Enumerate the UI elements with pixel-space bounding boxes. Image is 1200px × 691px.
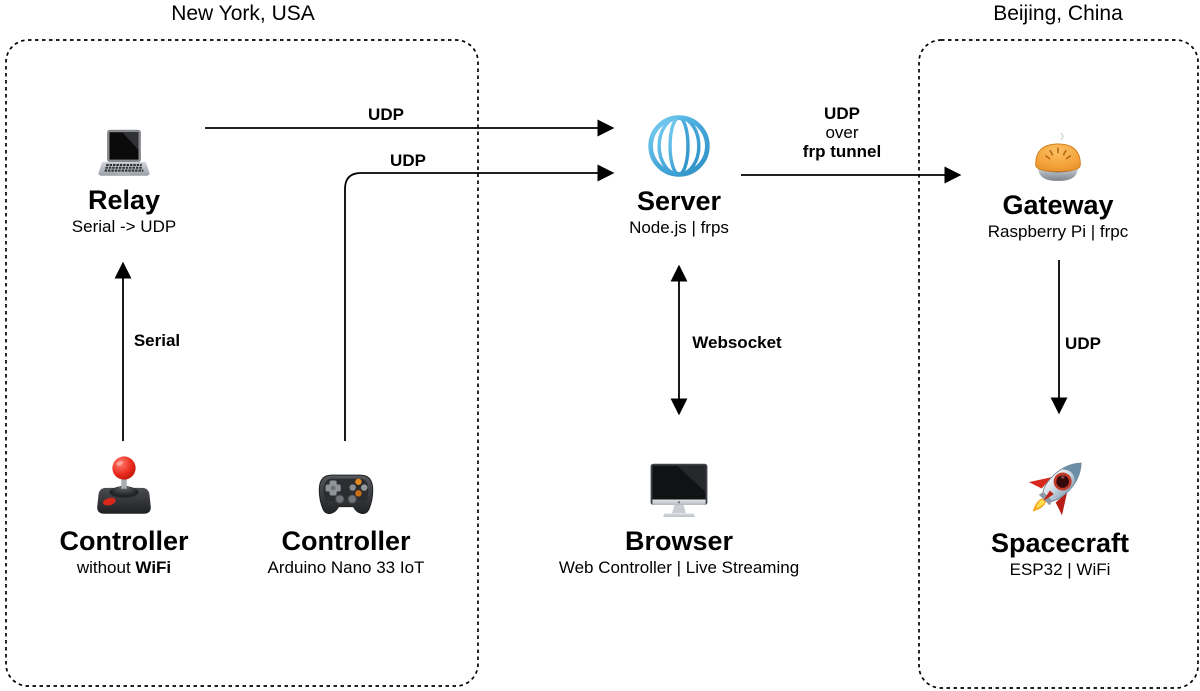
region-title-beijing: Beijing, China	[993, 2, 1123, 25]
edge-label-relay-udp: UDP	[368, 105, 404, 124]
node-server: Server Node.js | frps	[529, 110, 829, 238]
node-subtitle: Node.js | frps	[629, 218, 729, 238]
rocket-icon	[1024, 448, 1096, 522]
node-gateway: Gateway Raspberry Pi | frpc	[908, 114, 1200, 242]
node-title: Controller	[281, 526, 411, 556]
node-subtitle: Arduino Nano 33 IoT	[267, 558, 425, 578]
globe-icon	[645, 110, 713, 180]
node-browser: Browser Web Controller | Live Streaming	[529, 446, 829, 578]
node-subtitle: Web Controller | Live Streaming	[558, 558, 800, 578]
node-controller-gamepad: Controller Arduino Nano 33 IoT	[196, 446, 496, 578]
node-title: Gateway	[1002, 190, 1114, 220]
node-subtitle: ESP32 | WiFi	[1009, 560, 1111, 580]
node-subtitle: Raspberry Pi | frpc	[987, 222, 1129, 242]
laptop-icon	[95, 109, 153, 179]
node-title: Spacecraft	[990, 528, 1130, 558]
edge-label-serial: Serial	[133, 331, 181, 350]
node-relay: Relay Serial -> UDP	[0, 109, 274, 237]
edge-label-udp-over-frp: UDP over frp tunnel	[803, 104, 881, 161]
node-controller-joystick: Controller without WiFi	[0, 446, 274, 578]
edge-label-line-frp-tunnel: frp tunnel	[802, 142, 882, 161]
node-title: Relay	[87, 185, 161, 215]
region-title-new-york: New York, USA	[171, 2, 315, 25]
node-title: Browser	[624, 526, 734, 556]
desktop-icon	[646, 446, 712, 520]
edge-label-line-over: over	[825, 123, 859, 142]
edge-label-line-udp: UDP	[824, 104, 860, 123]
node-title: Server	[636, 186, 722, 216]
pie-icon	[1027, 114, 1089, 184]
node-title: Controller	[59, 526, 189, 556]
edge-label-spacecraft-udp: UDP	[1065, 334, 1101, 353]
gamepad-icon	[314, 446, 378, 520]
edge-label-gamepad-udp: UDP	[390, 151, 426, 170]
joystick-icon	[93, 446, 155, 520]
subtitle-bold-part: WiFi	[135, 558, 172, 578]
node-spacecraft: Spacecraft ESP32 | WiFi	[910, 448, 1200, 580]
node-subtitle: Serial -> UDP	[71, 217, 177, 237]
subtitle-regular-part: without	[76, 558, 136, 578]
node-subtitle: without WiFi	[76, 558, 172, 578]
edge-label-websocket: Websocket	[692, 333, 782, 352]
